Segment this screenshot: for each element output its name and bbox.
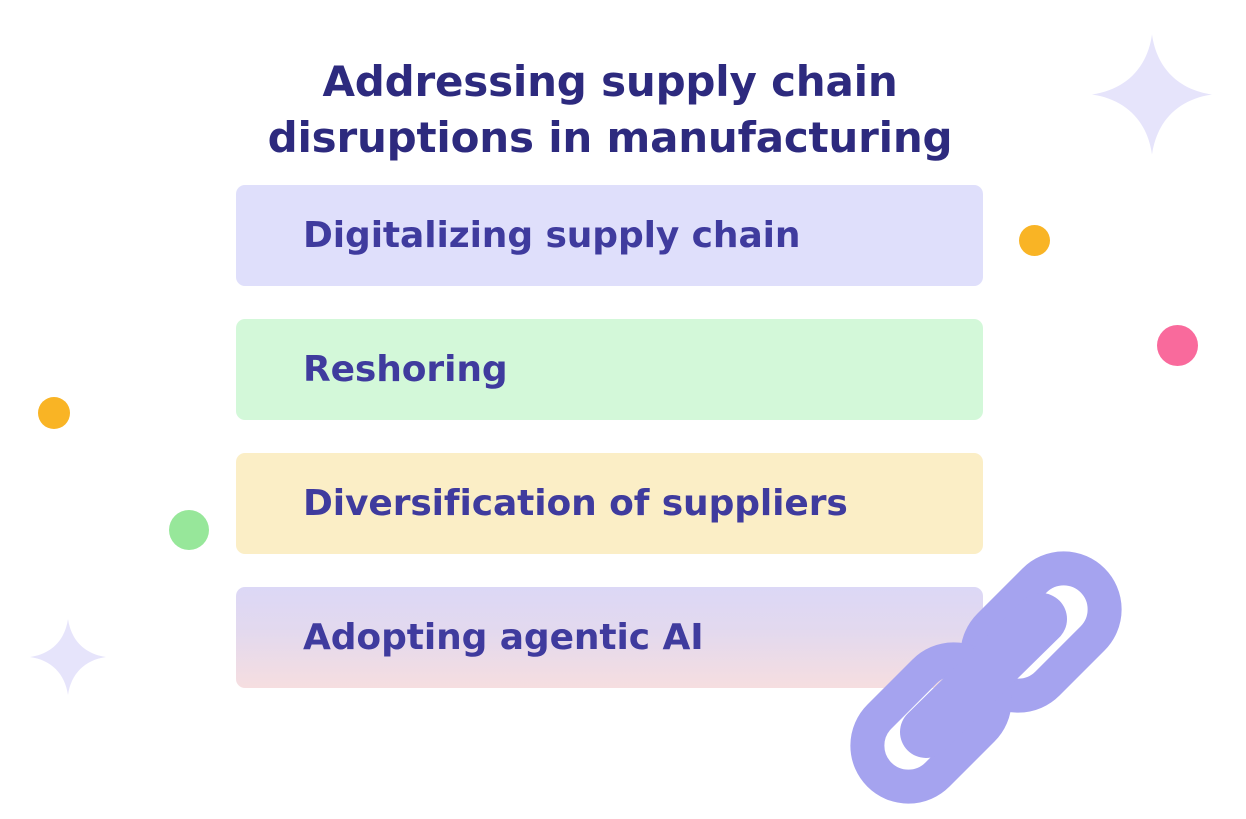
list-item-digitalizing-supply-chain[interactable]: Digitalizing supply chain	[236, 185, 983, 286]
amber-dot-right	[1019, 225, 1050, 256]
list-item-reshoring[interactable]: Reshoring	[236, 319, 983, 420]
list-item-diversification-of-suppliers[interactable]: Diversification of suppliers	[236, 453, 983, 554]
green-dot-left	[169, 510, 209, 550]
page-title-line-2: disruptions in manufacturing	[267, 112, 953, 162]
pink-dot-right	[1157, 325, 1198, 366]
list-item-label: Digitalizing supply chain	[303, 214, 801, 256]
list-item-label: Reshoring	[303, 348, 508, 390]
strategy-list: Digitalizing supply chain Reshoring Dive…	[236, 185, 983, 688]
list-item-adopting-agentic-ai[interactable]: Adopting agentic AI	[236, 587, 983, 688]
list-item-label: Diversification of suppliers	[303, 482, 848, 524]
list-item-label: Adopting agentic AI	[303, 616, 704, 658]
sparkle-icon-top-right	[1092, 32, 1212, 157]
page-title: Addressing supply chain disruptions in m…	[230, 54, 990, 165]
page-title-line-1: Addressing supply chain	[322, 57, 898, 107]
amber-dot-left	[38, 397, 70, 429]
sparkle-icon-bottom-left	[30, 617, 106, 697]
